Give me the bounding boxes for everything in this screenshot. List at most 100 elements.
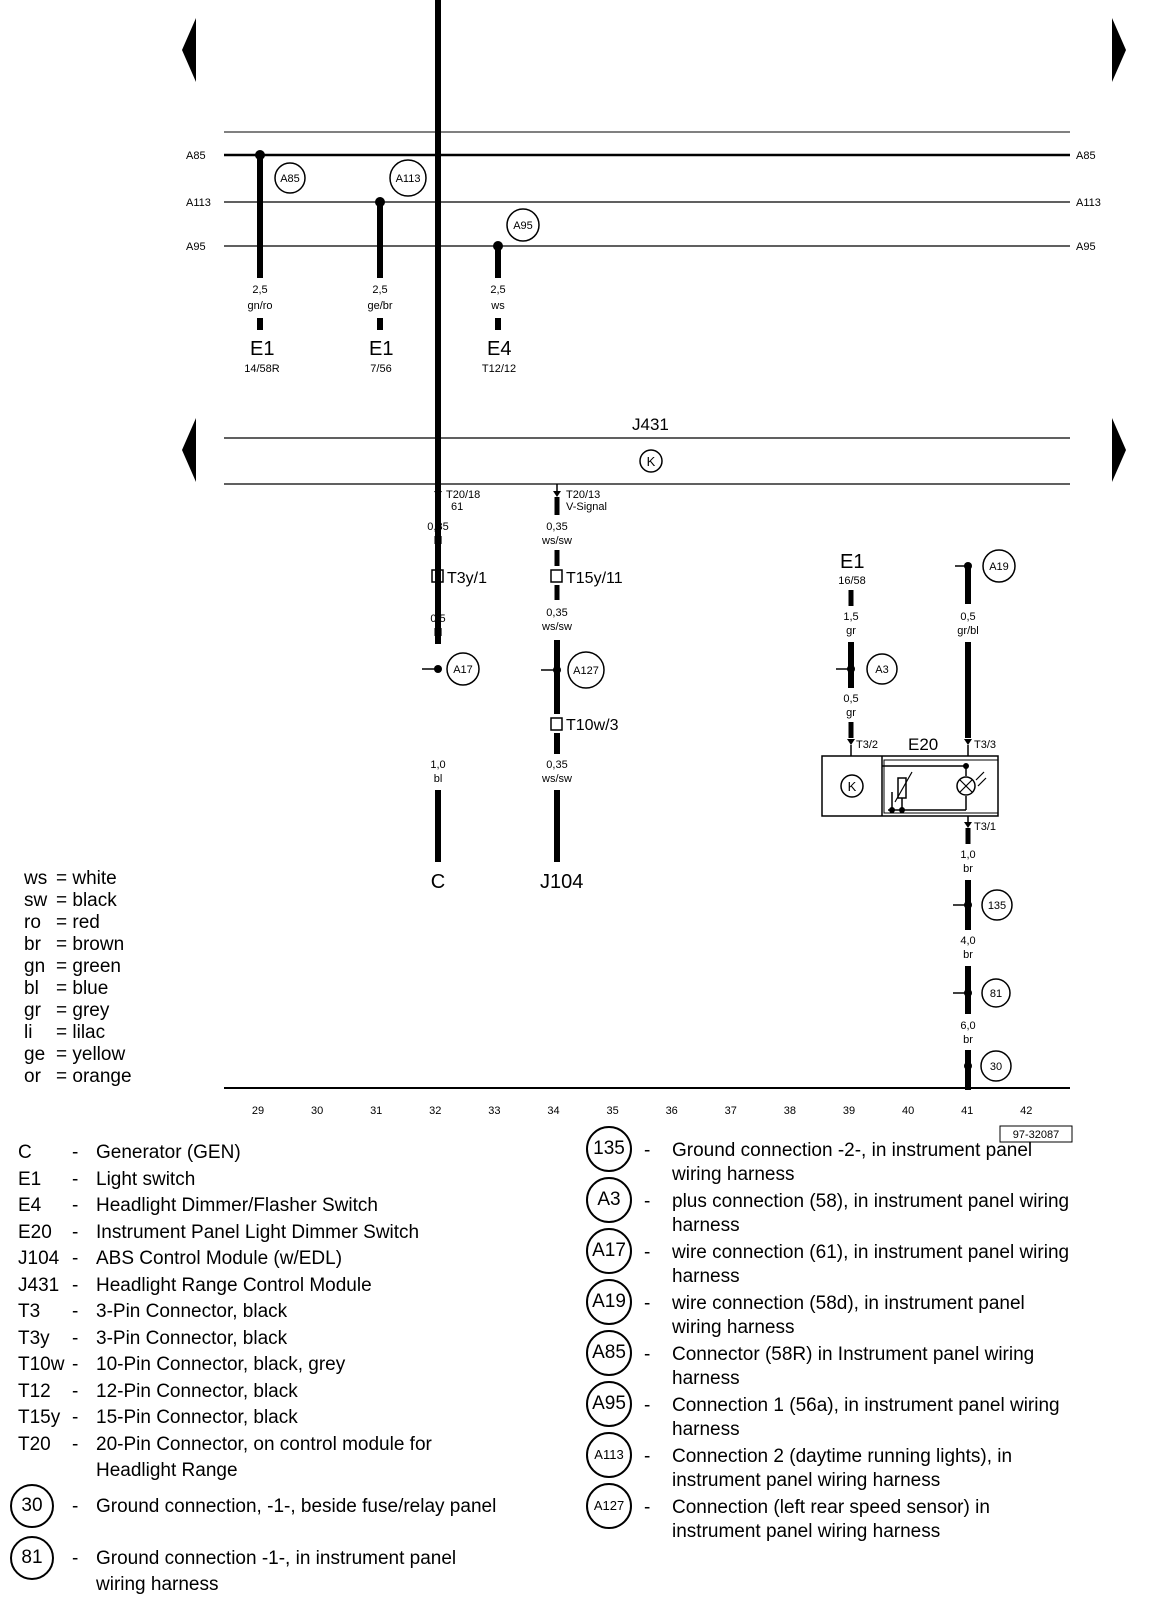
module-prev-arrow[interactable] (182, 418, 196, 482)
connection-circle-a95 (506, 208, 540, 242)
connection-key-row: A85-Connector (58R) in Instrument panel … (586, 1330, 1148, 1395)
wire-color-a113: ge/br (367, 300, 392, 312)
key-dash: - (72, 1407, 79, 1428)
wire-color-34a: ws/sw (541, 535, 572, 547)
key-dash: - (644, 1497, 651, 1518)
page-prev-arrow[interactable] (182, 18, 196, 82)
bus-label-right-a113: A113 (1076, 197, 1101, 209)
dimmer-name: E20 (908, 735, 938, 754)
wire-size-34c: 0,35 (546, 759, 567, 771)
key-description: wire connection (61), in instrument pane… (672, 1242, 1070, 1263)
key-description: Light switch (96, 1168, 196, 1190)
component-key-row: T3-3-Pin Connector, black (18, 1299, 578, 1326)
wire-size-a95: 2,5 (490, 284, 505, 296)
key-description-cont: harness (672, 1266, 740, 1287)
key-description: Instrument Panel Light Dimmer Switch (96, 1221, 420, 1243)
ground-circle-135 (981, 889, 1013, 921)
connection-symbol: A17 (586, 1228, 632, 1274)
column-number: 35 (606, 1105, 618, 1117)
key-dash: - (72, 1327, 79, 1349)
connector-t10w (550, 717, 563, 731)
color-legend: ws= white sw= black ro= red br= brown gn… (24, 868, 132, 1088)
connector-t15y (550, 569, 563, 583)
column-number: 31 (370, 1105, 382, 1117)
key-description: wire connection (58d), in instrument pan… (672, 1293, 1025, 1314)
key-dash: - (644, 1344, 651, 1365)
key-description-cont: wiring harness (96, 1573, 219, 1595)
connection-symbol: A3 (586, 1177, 632, 1223)
bus-label-right-a85: A85 (1076, 150, 1096, 162)
bus-label-left-a113: A113 (186, 197, 211, 209)
key-dash: - (644, 1293, 651, 1314)
part-e1-c: E1 (840, 551, 864, 573)
column-number: 37 (725, 1105, 737, 1117)
key-dash: - (644, 1191, 651, 1212)
key-dash: - (72, 1354, 79, 1375)
connection-key-row: 135-Ground connection -2-, in instrument… (586, 1126, 1148, 1191)
wire-size-41d: 6,0 (960, 1020, 975, 1032)
key-description: 12-Pin Connector, black (96, 1380, 298, 1402)
wire-size-41a: 0,5 (960, 611, 975, 623)
key-description: Ground connection -1-, in instrument pan… (96, 1547, 457, 1569)
key-description-cont: harness (672, 1215, 740, 1236)
splice-dot-a113 (375, 197, 385, 207)
circuit-39: E1 16/58 1,5 gr A3 0,5 gr T3/2 (836, 551, 898, 756)
connection-label-a113: A113 (396, 173, 421, 185)
ground-label-81: 81 (990, 988, 1002, 1000)
connection-label-a127: A127 (573, 665, 599, 677)
wire-size-41c: 4,0 (960, 935, 975, 947)
connection-key-row: A3-plus connection (58), in instrument p… (586, 1177, 1148, 1242)
key-dash: - (72, 1195, 79, 1216)
key-description-cont: instrument panel wiring harness (672, 1470, 941, 1491)
key-code: T3y (18, 1327, 50, 1349)
connection-circle-a127 (567, 651, 605, 689)
ground-symbol: 81 (10, 1535, 54, 1580)
key-description: Connector (58R) in Instrument panel wiri… (672, 1344, 1035, 1365)
page-next-arrow[interactable] (1112, 18, 1126, 82)
svg-text:K: K (848, 779, 857, 794)
component-key-row: J431-Headlight Range Control Module (18, 1273, 578, 1300)
key-code: J104 (18, 1248, 60, 1269)
wire-color-32c: bl (434, 773, 443, 785)
module-symbol (639, 449, 663, 473)
key-description: ABS Control Module (w/EDL) (96, 1248, 343, 1269)
module-next-arrow[interactable] (1112, 418, 1126, 482)
key-dash: - (72, 1168, 79, 1190)
pin-e1-b: 7/56 (370, 363, 391, 375)
part-j104: J104 (540, 871, 583, 893)
pin-t20-18: T20/18 (446, 489, 480, 501)
connection-key-row: A95-Connection 1 (56a), in instrument pa… (586, 1381, 1148, 1446)
column-number: 34 (547, 1105, 559, 1117)
wire-color-41d: br (963, 1034, 973, 1046)
pin-t20-13: T20/13 (566, 489, 600, 501)
key-code: E4 (18, 1195, 42, 1216)
key-description-cont: wiring harness (672, 1164, 795, 1185)
key-description: 10-Pin Connector, black, grey (96, 1354, 346, 1375)
pin-t20-13-signal: V-Signal (566, 501, 607, 513)
connection-key-row: A19-wire connection (58d), in instrument… (586, 1279, 1148, 1344)
connection-list: 135-Ground connection -2-, in instrument… (586, 1126, 1148, 1548)
key-description: Connection 1 (56a), in instrument panel … (672, 1395, 1060, 1416)
key-description: 20-Pin Connector, on control module for (96, 1433, 432, 1455)
wire-size-34b: 0,35 (546, 607, 567, 619)
ground-label-30: 30 (990, 1061, 1002, 1073)
column-number: 29 (252, 1105, 264, 1117)
key-description: Headlight Dimmer/Flasher Switch (96, 1195, 378, 1216)
key-dash: - (72, 1274, 79, 1296)
key-dash: - (72, 1433, 79, 1455)
column-number: 40 (902, 1105, 914, 1117)
key-dash: - (72, 1301, 79, 1322)
pin-t3-3: T3/3 (974, 739, 996, 751)
wire-color-a85: gn/ro (247, 300, 272, 312)
connection-circle-a85 (274, 162, 306, 194)
component-key-row: E1-Light switch (18, 1167, 578, 1194)
pin-e4: T12/12 (482, 363, 516, 375)
column-number: 33 (488, 1105, 500, 1117)
key-dash: - (644, 1446, 651, 1467)
legend-row: gn= green (24, 956, 121, 977)
component-key-row: T10w-10-Pin Connector, black, grey (18, 1352, 578, 1379)
key-description: Ground connection, -1-, beside fuse/rela… (96, 1495, 497, 1517)
connection-symbol: A127 (586, 1483, 632, 1529)
